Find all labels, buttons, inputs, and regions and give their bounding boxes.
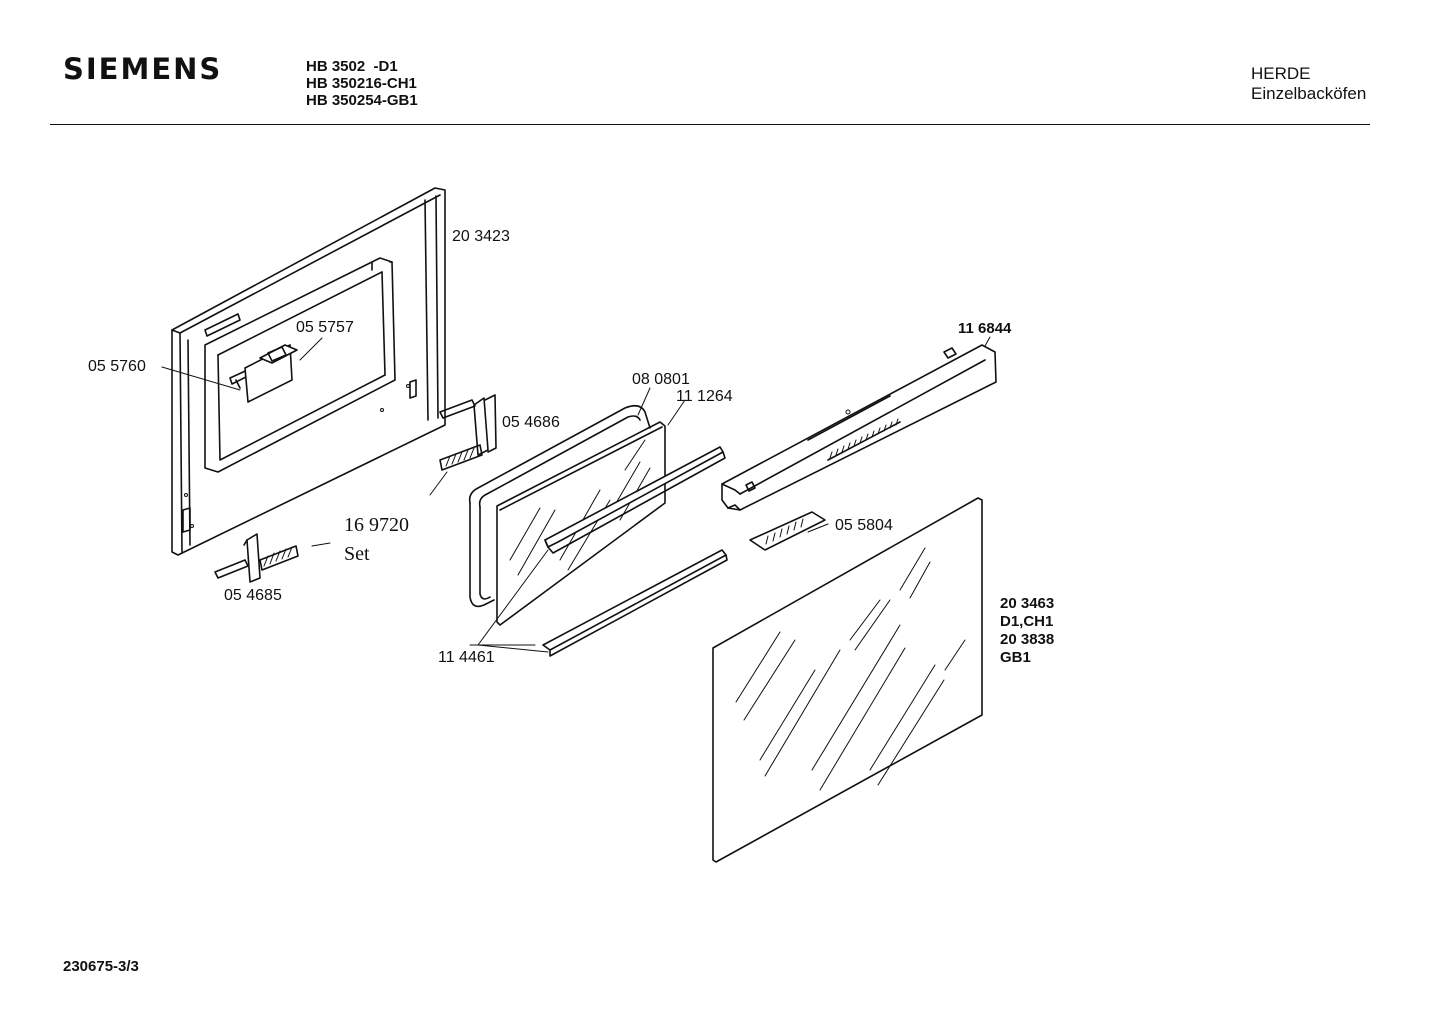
part-label-hinge-set-number: 16 9720 [344, 514, 409, 536]
hinge-upper-part [439, 394, 497, 471]
glass-strip-upper-part [544, 446, 726, 554]
part-label-outer-glass-gb-variant: GB1 [1000, 649, 1031, 666]
document-id: 230675-3/3 [63, 958, 139, 975]
part-label-05-5760: 05 5760 [88, 358, 146, 375]
leader-line [161, 366, 241, 391]
part-label-gasket: 08 0801 [632, 371, 690, 388]
vent-grille-part [749, 511, 826, 551]
leader-line [429, 471, 448, 496]
part-label-inner-glass: 11 1264 [676, 388, 733, 405]
part-label-hinge-lower: 05 4685 [224, 587, 282, 604]
category-title: HERDE [1251, 64, 1311, 83]
door-frame-part [171, 187, 446, 556]
leader-line [667, 399, 686, 426]
handle-part [721, 344, 997, 511]
part-label-outer-glass-d1: 20 3463 [1000, 595, 1054, 612]
model-list: HB 3502 -D1 HB 350216-CH1 HB 350254-GB1 [306, 58, 418, 109]
leader-line [469, 549, 549, 653]
hinge-lower-part [214, 533, 299, 583]
leader-line [311, 542, 331, 547]
part-label-hinge-set-word: Set [344, 543, 370, 565]
header-rule [50, 124, 1370, 125]
model-number: HB 350216-CH1 [306, 75, 417, 92]
outer-glass-part [712, 497, 983, 863]
leader-line [984, 336, 991, 347]
leader-line [299, 337, 323, 361]
glass-strip-lower-part [542, 549, 728, 657]
part-label-outer-glass-gb: 20 3838 [1000, 631, 1054, 648]
leader-line [637, 387, 651, 416]
part-label-glass-strips: 11 4461 [438, 649, 495, 666]
part-label-hinge-upper: 05 4686 [502, 414, 560, 431]
part-label-outer-glass-d1-variant: D1,CH1 [1000, 613, 1053, 630]
category-block: HERDE Einzelbacköfen [1251, 64, 1366, 104]
model-number: HB 350254-GB1 [306, 92, 418, 109]
category-subtitle: Einzelbacköfen [1251, 84, 1367, 103]
part-label-vent-grille: 05 5804 [835, 517, 893, 534]
gasket-part [468, 404, 651, 608]
brand-logo: SIEMENS [63, 52, 223, 86]
model-number: HB 3502 -D1 [306, 58, 398, 75]
part-label-handle: 11 6844 [958, 320, 1012, 337]
part-label-05-5757: 05 5757 [296, 319, 354, 336]
leader-line [807, 523, 829, 533]
part-label-door-frame: 20 3423 [452, 228, 510, 245]
